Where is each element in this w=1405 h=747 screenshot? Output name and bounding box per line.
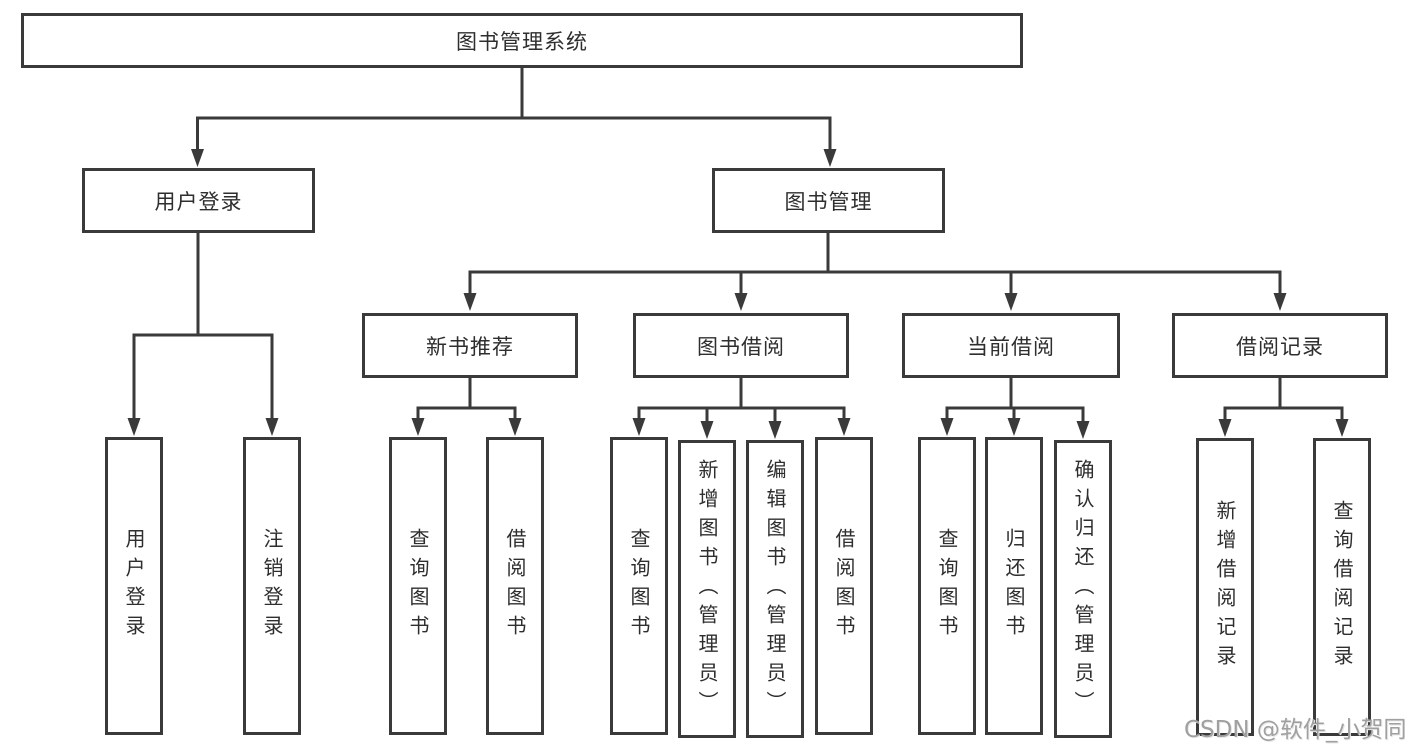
node-root-library-management-system: 图书管理系统 xyxy=(21,13,1023,68)
connector-root xyxy=(191,66,837,167)
leaf-borrow-edit-books-admin: 编辑图书（管理员） xyxy=(746,440,804,738)
leaf-records-add-borrow-record: 新增借阅记录 xyxy=(1196,438,1254,736)
leaf-current-return-books: 归还图书 xyxy=(985,437,1043,735)
leaf-user-login: 用户登录 xyxy=(105,437,163,735)
leaf-logout-login: 注销登录 xyxy=(243,437,301,735)
connector-user-login xyxy=(127,231,279,436)
leaf-current-query-books: 查询图书 xyxy=(918,437,976,735)
node-borrow-records: 借阅记录 xyxy=(1172,313,1388,378)
leaf-records-query-borrow-record: 查询借阅记录 xyxy=(1313,438,1371,736)
leaf-borrow-query-books: 查询图书 xyxy=(610,437,668,735)
connector-new-book-recommend xyxy=(411,376,522,436)
connector-book-borrow xyxy=(632,376,851,439)
node-book-borrow: 图书借阅 xyxy=(633,313,849,378)
node-user-login: 用户登录 xyxy=(82,168,315,233)
watermark-csdn: CSDN @软件_小贺同学 xyxy=(1184,717,1405,743)
connector-borrow-records xyxy=(1218,376,1349,437)
leaf-recommend-query-books: 查询图书 xyxy=(389,437,447,735)
leaf-borrow-borrow-books: 借阅图书 xyxy=(815,437,873,735)
leaf-borrow-add-books-admin: 新增图书（管理员） xyxy=(678,440,736,738)
connector-book-management xyxy=(463,231,1287,311)
leaf-current-confirm-return-admin: 确认归还（管理员） xyxy=(1054,440,1112,738)
node-new-book-recommend: 新书推荐 xyxy=(362,313,578,378)
leaf-recommend-borrow-books: 借阅图书 xyxy=(486,437,544,735)
node-book-management: 图书管理 xyxy=(712,168,945,233)
node-current-borrow: 当前借阅 xyxy=(902,313,1120,378)
connector-current-borrow xyxy=(940,376,1090,439)
